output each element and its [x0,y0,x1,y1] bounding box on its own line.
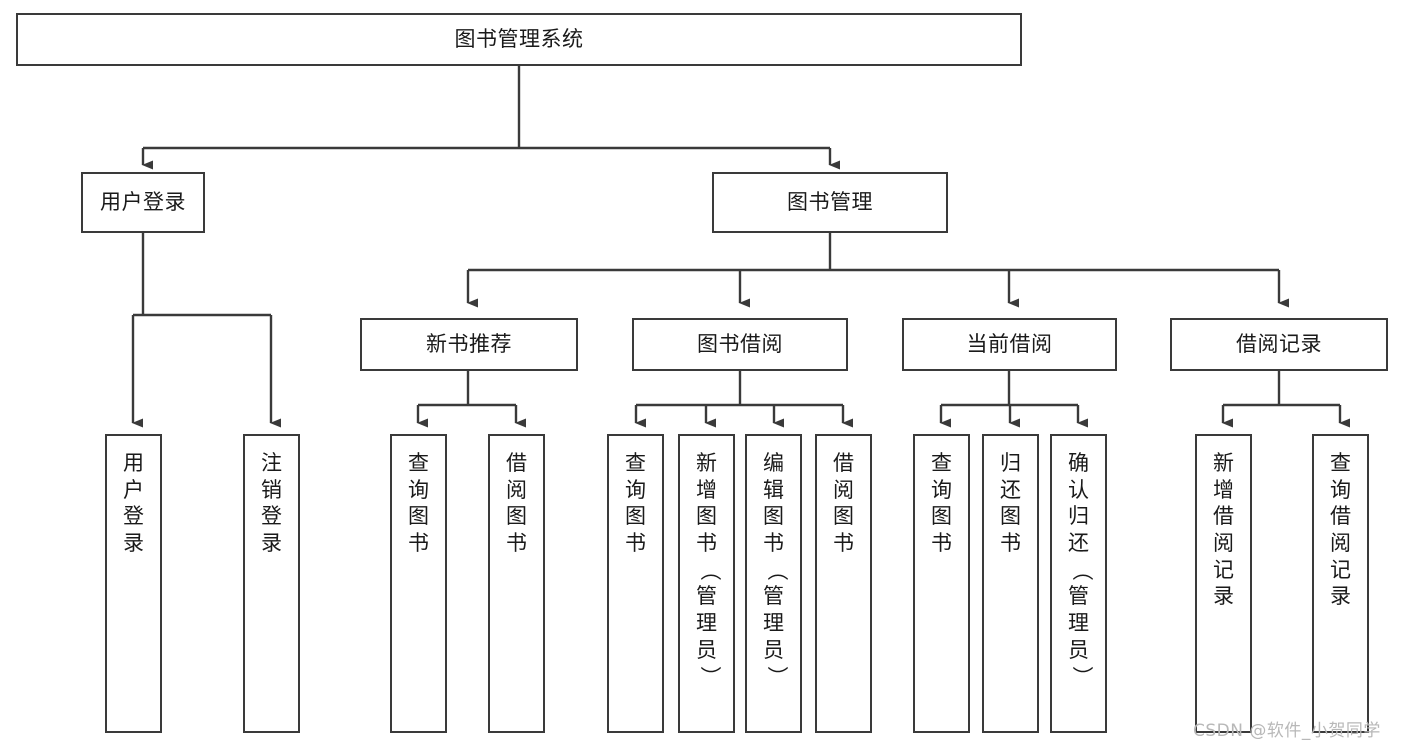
node-root-book-management-system[interactable]: 图书管理系统 [16,13,1022,66]
node-current-borrow[interactable]: 当前借阅 [902,318,1117,371]
leaf-user-login-logout[interactable]: 注销登录 [243,434,300,733]
leaf-record-add-record[interactable]: 新增借阅记录 [1195,434,1252,733]
leaf-borrow-add-book-admin[interactable]: 新增图书（管理员） [678,434,735,733]
node-label: 图书管理系统 [454,26,584,51]
node-book-management[interactable]: 图书管理 [712,172,948,233]
leaf-label: 借阅图书 [833,451,854,555]
leaf-record-query-record[interactable]: 查询借阅记录 [1312,434,1369,733]
node-user-login[interactable]: 用户登录 [81,172,205,233]
leaf-borrow-borrow-book[interactable]: 借阅图书 [815,434,872,733]
leaf-label: 查询图书 [931,451,952,555]
node-label: 用户登录 [100,189,186,214]
leaf-borrow-query-book[interactable]: 查询图书 [607,434,664,733]
node-label: 借阅记录 [1236,331,1322,356]
leaf-new-book-query[interactable]: 查询图书 [390,434,447,733]
node-borrow-record[interactable]: 借阅记录 [1170,318,1388,371]
leaf-label: 用户登录 [123,451,144,555]
leaf-label: 编辑图书（管理员） [763,451,789,688]
leaf-label: 归还图书 [1000,451,1021,555]
leaf-user-login-login[interactable]: 用户登录 [105,434,162,733]
node-label: 图书管理 [787,189,873,214]
leaf-current-query-book[interactable]: 查询图书 [913,434,970,733]
leaf-label: 查询借阅记录 [1330,451,1351,609]
node-book-borrow[interactable]: 图书借阅 [632,318,848,371]
leaf-current-return-book[interactable]: 归还图书 [982,434,1039,733]
leaf-label: 新增借阅记录 [1213,451,1234,609]
leaf-label: 借阅图书 [506,451,527,555]
leaf-label: 新增图书（管理员） [696,451,722,688]
leaf-label: 确认归还（管理员） [1068,451,1094,688]
leaf-label: 查询图书 [408,451,429,555]
node-label: 新书推荐 [426,331,512,356]
leaf-new-book-borrow[interactable]: 借阅图书 [488,434,545,733]
leaf-borrow-edit-book-admin[interactable]: 编辑图书（管理员） [745,434,802,733]
node-label: 图书借阅 [697,331,783,356]
leaf-label: 查询图书 [625,451,646,555]
node-label: 当前借阅 [966,331,1053,356]
leaf-current-confirm-return-admin[interactable]: 确认归还（管理员） [1050,434,1107,733]
node-new-book-recommend[interactable]: 新书推荐 [360,318,578,371]
csdn-watermark: CSDN @软件_小贺同学 [1193,721,1381,741]
leaf-label: 注销登录 [261,451,282,555]
